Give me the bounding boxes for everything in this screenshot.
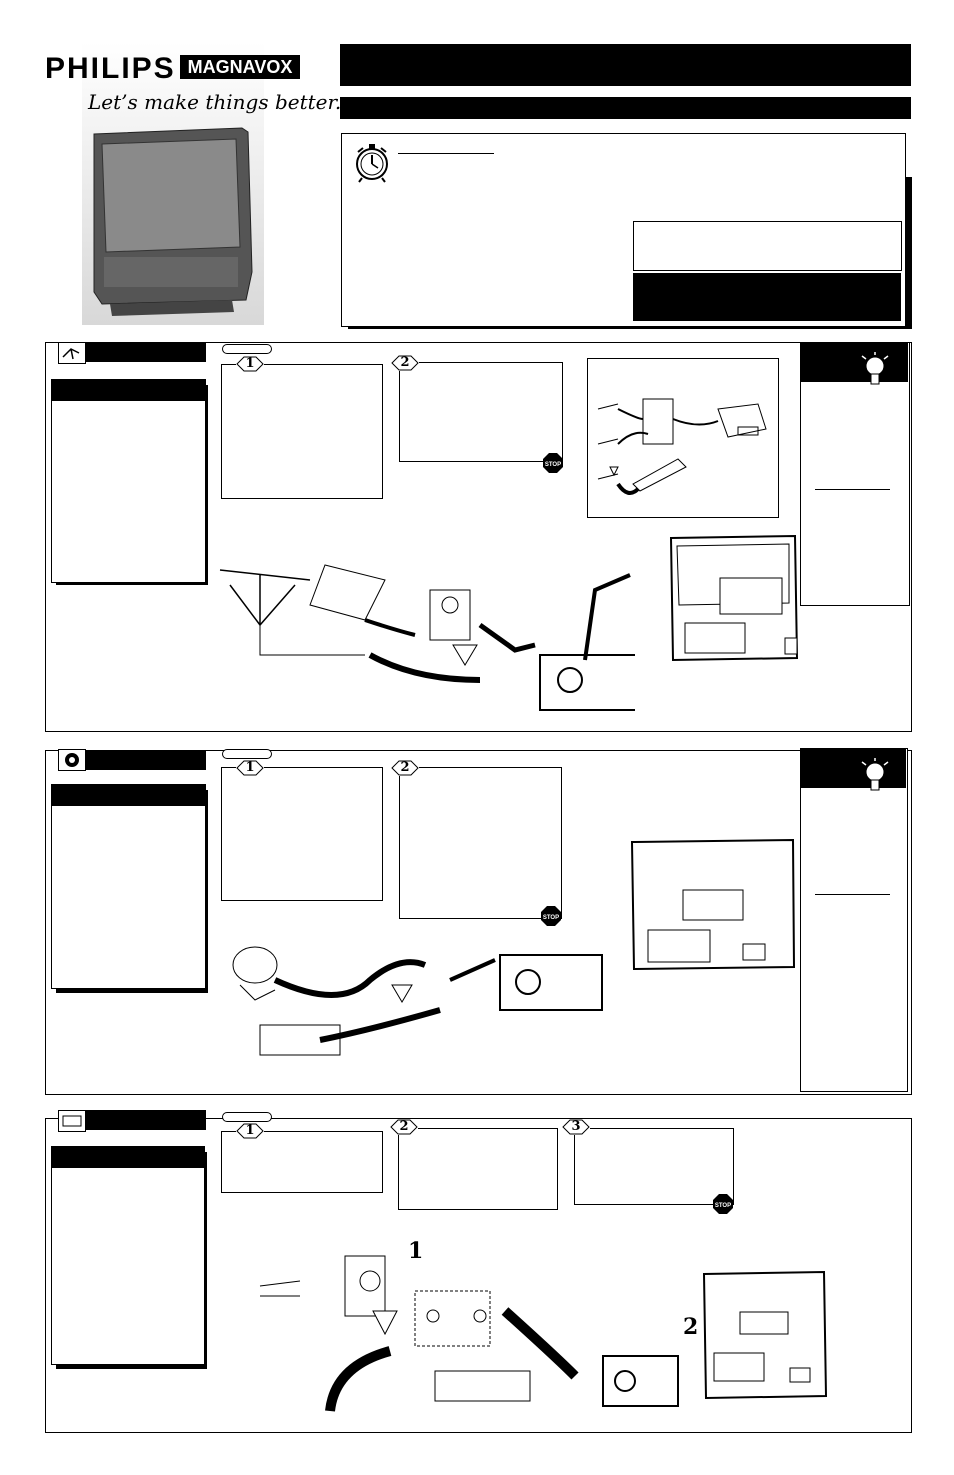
tip-panel-head bbox=[800, 748, 906, 788]
stop-sign-icon: STOP bbox=[542, 452, 564, 479]
side-panel-cable bbox=[51, 784, 206, 989]
tip-panel bbox=[800, 342, 910, 606]
section-antenna-pill bbox=[222, 344, 272, 354]
step-box bbox=[398, 1128, 558, 1210]
tip-divider bbox=[815, 489, 890, 490]
brand-philips: PHILIPS bbox=[45, 52, 176, 85]
stop-sign-icon: STOP bbox=[540, 905, 562, 932]
title-bar bbox=[340, 44, 911, 86]
vcr-icon bbox=[58, 1110, 86, 1132]
stop-sign-icon: STOP bbox=[712, 1193, 734, 1220]
step-number: 2 bbox=[390, 1119, 418, 1135]
brand-magnavox: MAGNAVOX bbox=[180, 55, 300, 79]
intro-note-box bbox=[633, 221, 902, 271]
lightbulb-icon bbox=[860, 758, 890, 803]
side-panel-antenna bbox=[51, 379, 206, 583]
antenna-icon bbox=[58, 342, 86, 364]
side-panel-head bbox=[51, 379, 206, 401]
cable-connection-illustration bbox=[220, 940, 620, 1080]
tip-panel-head bbox=[800, 342, 908, 382]
side-panel-vcr bbox=[51, 1146, 205, 1365]
tip-panel bbox=[800, 748, 908, 1092]
tagline: Let’s make things better. bbox=[88, 90, 342, 114]
svg-text:STOP: STOP bbox=[543, 915, 559, 921]
step-number: 2 bbox=[391, 355, 419, 371]
tv-back-illustration bbox=[628, 832, 798, 972]
side-panel-head bbox=[51, 784, 206, 806]
section-antenna-tab bbox=[85, 342, 206, 362]
svg-text:STOP: STOP bbox=[545, 462, 561, 468]
svg-text:STOP: STOP bbox=[715, 1203, 731, 1209]
callout-number: 2 bbox=[683, 1314, 699, 1340]
step-box bbox=[221, 767, 383, 901]
section-vcr-tab bbox=[85, 1110, 206, 1130]
side-panel-head bbox=[51, 1146, 205, 1168]
cable-icon bbox=[58, 749, 86, 771]
step-number: 1 bbox=[236, 760, 264, 776]
section-vcr-pill bbox=[222, 1112, 272, 1122]
step-number: 2 bbox=[391, 760, 419, 776]
section-cable-pill bbox=[222, 749, 272, 759]
lightbulb-icon bbox=[860, 352, 890, 397]
step-number: 1 bbox=[236, 1123, 264, 1139]
tv-back-illustration bbox=[700, 1268, 828, 1400]
step-box bbox=[221, 364, 383, 499]
step-number: 1 bbox=[236, 356, 264, 372]
step-box bbox=[574, 1128, 734, 1205]
section-cable-tab bbox=[85, 750, 206, 770]
intro-warning-box bbox=[633, 273, 901, 321]
step-box bbox=[399, 767, 562, 919]
vcr-connection-illustration bbox=[255, 1236, 695, 1431]
antenna-connection-illustration bbox=[215, 560, 641, 730]
step-box bbox=[399, 362, 563, 462]
tv-product-image bbox=[82, 42, 264, 325]
tv-back-illustration bbox=[665, 528, 800, 663]
callout-number: 1 bbox=[408, 1238, 424, 1264]
splitter-diagram bbox=[587, 358, 779, 518]
step-number: 3 bbox=[562, 1119, 590, 1135]
intro-heading-rule bbox=[398, 153, 494, 154]
subtitle-bar bbox=[340, 97, 911, 119]
step-box bbox=[221, 1131, 383, 1193]
stopwatch-icon bbox=[350, 140, 394, 184]
tip-divider bbox=[815, 894, 890, 895]
